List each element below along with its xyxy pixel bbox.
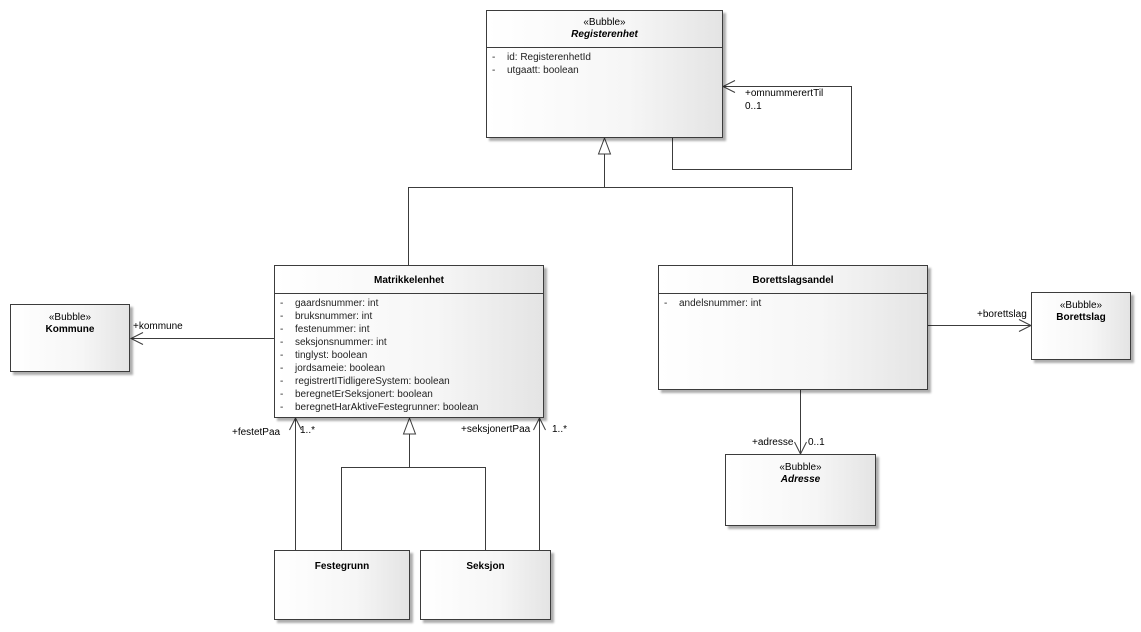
attribute-text: andelsnummer: int xyxy=(679,298,762,309)
attribute-text: bruksnummer: int xyxy=(295,311,373,322)
omnummerert-role-label: +omnummerertTil xyxy=(745,88,824,99)
compartment-divider xyxy=(275,293,543,294)
festetpaa-multiplicity-label: 1..* xyxy=(300,425,316,436)
attribute-visibility: - xyxy=(280,402,284,413)
attribute-text: jordsameie: boolean xyxy=(295,363,386,374)
compartment-divider xyxy=(487,47,722,48)
attribute-visibility: - xyxy=(280,337,284,348)
attribute-row: - jordsameie: boolean xyxy=(275,362,543,375)
attribute-text: utgaatt: boolean xyxy=(507,65,579,76)
generalization-triangle-matrikkelenhet xyxy=(402,416,417,435)
attribute-row: - beregnetErSeksjonert: boolean xyxy=(275,388,543,401)
generalization-borettslagsandel-line xyxy=(604,187,793,265)
class-name: Seksjon xyxy=(466,561,505,572)
attribute-text: beregnetErSeksjonert: boolean xyxy=(295,389,433,400)
class-seksjon[interactable]: Seksjon xyxy=(420,550,551,620)
seksjonertpaa-multiplicity-label: 1..* xyxy=(552,424,568,435)
omnummerert-multiplicity-label: 0..1 xyxy=(745,101,762,112)
attribute-visibility: - xyxy=(280,363,284,374)
class-name: Matrikkelenhet xyxy=(373,275,445,286)
attribute-row: - seksjonsnummer: int xyxy=(275,336,543,349)
attribute-visibility: - xyxy=(280,350,284,361)
class-festegrunn[interactable]: Festegrunn xyxy=(274,550,410,620)
class-name: Festegrunn xyxy=(314,561,370,572)
attribute-row: - registrertITidligereSystem: boolean xyxy=(275,375,543,388)
class-adresse[interactable]: «Bubble» Adresse xyxy=(725,454,876,526)
self-association-omnummerert-arrowhead xyxy=(721,80,736,93)
association-seksjonertpaa-arrowhead xyxy=(533,416,546,431)
attribute-visibility: - xyxy=(280,376,284,387)
class-name: Adresse xyxy=(780,474,821,485)
class-stereotype: «Bubble» xyxy=(48,312,92,323)
attribute-row: - tinglyst: boolean xyxy=(275,349,543,362)
attribute-row: - festenummer: int xyxy=(275,323,543,336)
attribute-visibility: - xyxy=(280,324,284,335)
attribute-visibility: - xyxy=(664,298,668,309)
class-name: Borettslagsandel xyxy=(752,275,834,286)
adresse-multiplicity-label: 0..1 xyxy=(808,437,825,448)
attribute-row: - bruksnummer: int xyxy=(275,310,543,323)
generalization-matrikkelenhet-line xyxy=(408,187,605,265)
class-borettslag[interactable]: «Bubble» Borettslag xyxy=(1031,292,1131,360)
attribute-row: - id: RegisterenhetId xyxy=(487,51,722,64)
attribute-text: beregnetHarAktiveFestegrunner: boolean xyxy=(295,402,479,413)
attribute-row: - utgaatt: boolean xyxy=(487,64,722,77)
association-festetpaa-arrowhead xyxy=(289,416,302,431)
class-kommune[interactable]: «Bubble» Kommune xyxy=(10,304,130,372)
self-association-omnummerert-line xyxy=(672,86,852,170)
attribute-row: - gaardsnummer: int xyxy=(275,297,543,310)
class-stereotype: «Bubble» xyxy=(779,462,822,473)
attribute-visibility: - xyxy=(280,311,284,322)
attribute-text: registrertITidligereSystem: boolean xyxy=(295,376,450,387)
attribute-list: - gaardsnummer: int - bruksnummer: int -… xyxy=(275,294,543,414)
generalization-festegrunn-line xyxy=(341,467,410,550)
adresse-role-label: +adresse xyxy=(752,437,794,448)
attribute-text: tinglyst: boolean xyxy=(295,350,368,361)
class-matrikkelenhet[interactable]: Matrikkelenhet - gaardsnummer: int - bru… xyxy=(274,265,544,418)
class-borettslagsandel[interactable]: Borettslagsandel - andelsnummer: int xyxy=(658,265,928,390)
attribute-text: festenummer: int xyxy=(295,324,370,335)
attribute-text: gaardsnummer: int xyxy=(295,298,379,309)
generalization-triangle-registerenhet xyxy=(597,136,612,155)
attribute-row: - andelsnummer: int xyxy=(659,297,927,310)
attribute-row: - beregnetHarAktiveFestegrunner: boolean xyxy=(275,401,543,414)
attribute-visibility: - xyxy=(492,65,496,76)
attribute-list: - andelsnummer: int xyxy=(659,294,927,310)
attribute-text: id: RegisterenhetId xyxy=(507,52,591,63)
kommune-role-label: +kommune xyxy=(133,321,183,332)
seksjonertpaa-role-label: +seksjonertPaa xyxy=(461,424,531,435)
generalization-seksjon-line xyxy=(409,467,486,550)
attribute-visibility: - xyxy=(492,52,496,63)
borettslag-role-label: +borettslag xyxy=(977,309,1027,320)
class-stereotype: «Bubble» xyxy=(583,17,626,28)
class-name: Registerenhet xyxy=(571,29,638,40)
attribute-visibility: - xyxy=(280,298,284,309)
class-registerenhet[interactable]: «Bubble» Registerenhet - id: Registerenh… xyxy=(486,10,723,138)
class-stereotype: «Bubble» xyxy=(1059,300,1103,311)
compartment-divider xyxy=(659,293,927,294)
festetpaa-role-label: +festetPaa xyxy=(232,427,281,438)
association-kommune-arrowhead xyxy=(129,332,144,345)
class-name: Borettslag xyxy=(1056,312,1106,323)
class-name: Kommune xyxy=(45,324,95,335)
attribute-list: - id: RegisterenhetId - utgaatt: boolean xyxy=(487,48,722,77)
attribute-visibility: - xyxy=(280,389,284,400)
attribute-text: seksjonsnummer: int xyxy=(295,337,387,348)
